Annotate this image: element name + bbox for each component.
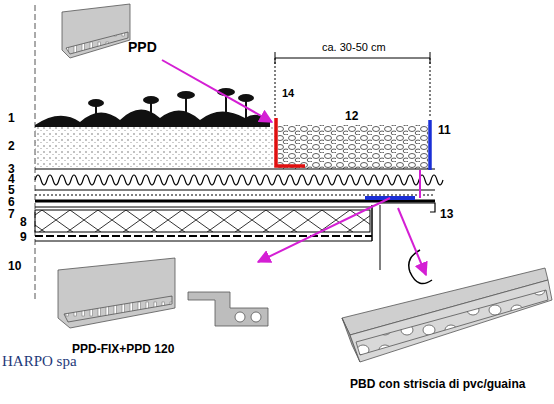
product-name: PPD-FIX+PPD 120 bbox=[72, 343, 174, 355]
callout-number: 7 bbox=[8, 208, 15, 220]
callout-number: 6 bbox=[8, 196, 15, 208]
callout-number: 10 bbox=[8, 260, 21, 272]
callout-number: 8 bbox=[20, 216, 27, 228]
company-name: HARPO spa bbox=[2, 354, 77, 369]
product-name: PPD bbox=[128, 40, 157, 54]
callout-number: 12 bbox=[345, 110, 358, 122]
callout-number: 13 bbox=[440, 208, 453, 220]
dimension: ca. 30-50 cm bbox=[320, 42, 388, 53]
callout-number: 14 bbox=[282, 88, 294, 99]
product-name: PBD con striscia di pvc/guaina bbox=[350, 378, 525, 390]
callout-number: 1 bbox=[8, 112, 15, 124]
callout-number: 5 bbox=[8, 184, 15, 196]
callout-number: 2 bbox=[8, 140, 15, 152]
callout-number: 9 bbox=[20, 231, 27, 243]
callout-number: 11 bbox=[438, 124, 451, 136]
